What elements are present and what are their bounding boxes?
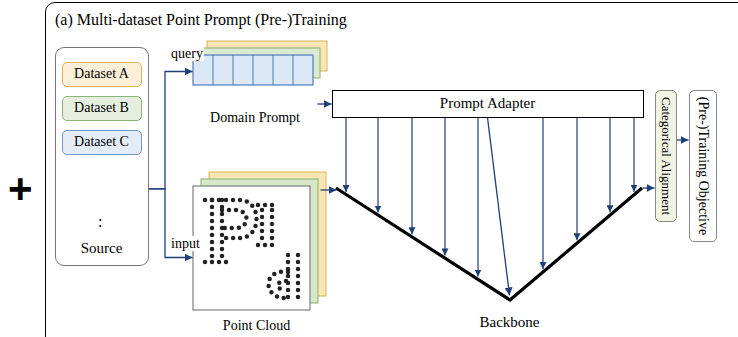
node-text: Dataset C — [74, 134, 129, 149]
edge-label: query — [170, 46, 204, 61]
plus-sign: + — [8, 166, 33, 212]
node-text: Prompt Adapter — [440, 95, 535, 112]
node-text: Dataset B — [74, 100, 129, 115]
node-text: (a) Multi-dataset Point Prompt (Pre-)Tra… — [55, 11, 347, 29]
backbone-shape — [335, 186, 645, 334]
adapter-arrow — [609, 118, 610, 212]
connector — [321, 189, 337, 190]
adapter-arrow — [377, 118, 378, 213]
domain-prompt: Domain Prompt — [193, 38, 318, 126]
connector — [488, 118, 510, 296]
panel: (a) Multi-dataset Point Prompt (Pre-)Tra… — [45, 2, 738, 337]
node-text: (Pre-)Training Objective — [695, 96, 710, 234]
node-text: Dataset A — [74, 66, 129, 81]
adapter-arrow — [345, 118, 346, 192]
connector — [677, 139, 689, 140]
adapter-arrow — [542, 118, 543, 269]
node-text: Backbone — [480, 314, 540, 331]
connector — [318, 103, 332, 104]
connector — [643, 187, 655, 188]
domain-prompt-grid — [193, 41, 327, 85]
node-text: Categorical Alignment — [658, 96, 672, 214]
ellipsis-mark: : — [98, 213, 102, 231]
adapter-arrow — [633, 118, 634, 192]
point-cloud-image — [193, 172, 326, 310]
dataset-box: Dataset A — [62, 62, 142, 87]
source-box: Source Dataset A Dataset B Dataset C — [55, 47, 149, 266]
backbone: Backbone — [335, 186, 645, 334]
point-cloud: Point Cloud — [193, 170, 321, 335]
adapter-arrow — [477, 118, 478, 277]
adapter-arrow — [411, 118, 412, 234]
training-objective: (Pre-)Training Objective — [689, 90, 717, 242]
connector — [149, 72, 193, 189]
categorical-alignment: Categorical Alignment — [655, 90, 677, 222]
dataset-box: Dataset C — [62, 130, 142, 155]
node-text: Source — [56, 240, 148, 257]
dataset-box: Dataset B — [62, 96, 142, 121]
adapter-arrow — [576, 118, 577, 240]
node-text: Domain Prompt — [183, 110, 328, 125]
adapter-arrow — [444, 118, 445, 255]
prompt-adapter: Prompt Adapter — [332, 90, 644, 118]
node-text: Point Cloud — [187, 318, 327, 333]
edge-label: input — [170, 236, 201, 251]
